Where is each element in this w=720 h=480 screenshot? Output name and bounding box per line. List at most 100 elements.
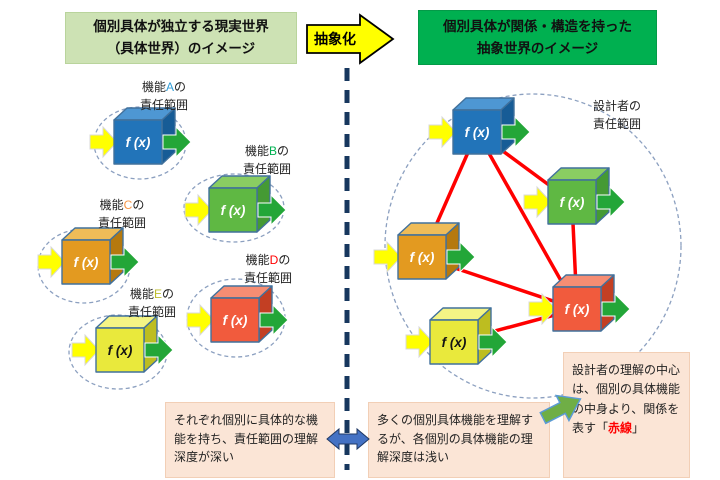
function-d-scope-label: 機能Dの 責任範囲 [218, 251, 318, 287]
note-text: それぞれ個別に具体的な機能を持ち、責任範囲の理解深度が深い [174, 413, 319, 465]
input-arrow-icon [405, 325, 434, 359]
cube-front-face [547, 179, 597, 225]
function-letter: D [269, 253, 279, 267]
input-arrow-icon [373, 240, 402, 274]
note-text-before: 設計者の理解の中心は、個別の具体機能の中身より、関係を表す「 [572, 363, 681, 436]
label-line2: 責任範囲 [592, 117, 641, 131]
double-arrow-icon [326, 427, 370, 451]
abstraction-arrow: 抽象化 [306, 13, 395, 65]
output-arrow-icon [478, 325, 508, 359]
output-arrow-icon [162, 125, 192, 159]
output-arrow-icon [257, 193, 287, 227]
header-line2: 抽象世界のイメージ [476, 40, 599, 56]
input-arrow-icon [428, 115, 457, 149]
output-arrow-icon [259, 303, 289, 337]
function-node-b-abstract: f (x) [523, 167, 626, 225]
label-suffix: の [162, 287, 175, 301]
cube-function-label: f (x) [74, 255, 99, 270]
cube-front-face [452, 109, 502, 155]
cube-front-face [397, 234, 447, 280]
cube-front-face [429, 319, 479, 365]
label-suffix: の [277, 144, 290, 158]
label-line1: 機能Dの [218, 251, 318, 269]
label-prefix: 機能 [244, 144, 269, 158]
cube-function-label: f (x) [126, 135, 151, 150]
label-line1: 機能Eの [102, 285, 202, 303]
input-arrow-icon [89, 125, 118, 159]
function-node-c: f (x) [37, 227, 140, 285]
cube-function-label: f (x) [223, 313, 248, 328]
cube-function-label: f (x) [465, 125, 490, 140]
function-node-a-abstract: f (x) [428, 97, 531, 155]
note-text: 多くの個別具体機能を理解するが、各個別の具体機能の理解深度は浅い [377, 413, 534, 465]
function-node-e: f (x) [71, 315, 174, 373]
label-prefix: 機能 [141, 80, 166, 94]
input-arrow-icon [37, 245, 66, 279]
header-line2: （具体世界）のイメージ [106, 41, 256, 56]
cube-front-face [95, 327, 145, 373]
designer-scope-label: 設計者の 責任範囲 [567, 97, 667, 133]
input-arrow-icon [528, 292, 557, 326]
cube-function-label: f (x) [108, 343, 133, 358]
function-letter: C [123, 198, 133, 212]
red-line-keyword: 赤線 [608, 421, 633, 436]
output-arrow-icon [501, 115, 531, 149]
pointer-arrow [539, 394, 582, 425]
function-letter: A [165, 80, 174, 94]
label-suffix: の [132, 198, 145, 212]
cube-front-face [552, 286, 602, 332]
designer-focus-note: 設計者の理解の中心は、個別の具体機能の中身より、関係を表す「赤線」 [563, 352, 690, 478]
output-arrow-icon [601, 292, 631, 326]
green-arrow-icon [539, 394, 582, 425]
function-node-a: f (x) [89, 107, 192, 165]
label-line1: 設計者の [592, 99, 641, 113]
label-line1: 機能Aの [114, 78, 214, 96]
input-arrow-icon [71, 333, 100, 367]
label-prefix: 機能 [129, 287, 154, 301]
function-node-b: f (x) [184, 175, 287, 233]
output-arrow-icon [144, 333, 174, 367]
cube-function-label: f (x) [221, 203, 246, 218]
label-line2: 責任範囲 [139, 98, 188, 112]
input-arrow-icon [523, 185, 552, 219]
concrete-world-header: 個別具体が独立する現実世界 （具体世界）のイメージ [65, 12, 297, 64]
input-arrow-icon [184, 193, 213, 227]
cube-front-face [61, 239, 111, 285]
label-line2: 責任範囲 [127, 305, 176, 319]
cube-function-label: f (x) [560, 195, 585, 210]
concrete-world-note: それぞれ個別に具体的な機能を持ち、責任範囲の理解深度が深い [165, 402, 335, 478]
cube-function-label: f (x) [442, 335, 467, 350]
abstract-world-header: 個別具体が関係・構造を持った 抽象世界のイメージ [418, 10, 657, 65]
label-line1: 機能Cの [72, 196, 172, 214]
abstraction-arrow-label: 抽象化 [314, 31, 356, 47]
contrast-double-arrow [326, 427, 370, 451]
cube-front-face [210, 297, 260, 343]
function-e-scope-label: 機能Eの 責任範囲 [102, 285, 202, 321]
function-node-d: f (x) [186, 285, 289, 343]
cube-front-face [208, 187, 258, 233]
abstract-world-note: 多くの個別具体機能を理解するが、各個別の具体機能の理解深度は浅い [368, 402, 550, 478]
function-b-scope-label: 機能Bの 責任範囲 [217, 142, 317, 178]
cube-function-label: f (x) [410, 250, 435, 265]
label-line2: 責任範囲 [97, 216, 146, 230]
function-a-scope-label: 機能Aの 責任範囲 [114, 78, 214, 114]
abstraction-arrow-shape [306, 13, 395, 65]
output-arrow-icon [596, 185, 626, 219]
label-line2: 責任範囲 [242, 162, 291, 176]
label-line2: 責任範囲 [243, 271, 292, 285]
output-arrow-icon [446, 240, 476, 274]
cube-function-label: f (x) [565, 302, 590, 317]
output-arrow-icon [110, 245, 140, 279]
label-suffix: の [278, 253, 291, 267]
cube-front-face [113, 119, 163, 165]
note-text-after: 」 [632, 421, 645, 436]
function-node-c-abstract: f (x) [373, 222, 476, 280]
header-line1: 個別具体が関係・構造を持った [443, 18, 632, 34]
input-arrow-icon [186, 303, 215, 337]
header-line1: 個別具体が独立する現実世界 [93, 19, 269, 35]
function-node-e-abstract: f (x) [405, 307, 508, 365]
designer-scope-ellipse [384, 93, 682, 399]
function-node-d-abstract: f (x) [528, 274, 631, 332]
label-line1: 機能Bの [217, 142, 317, 160]
